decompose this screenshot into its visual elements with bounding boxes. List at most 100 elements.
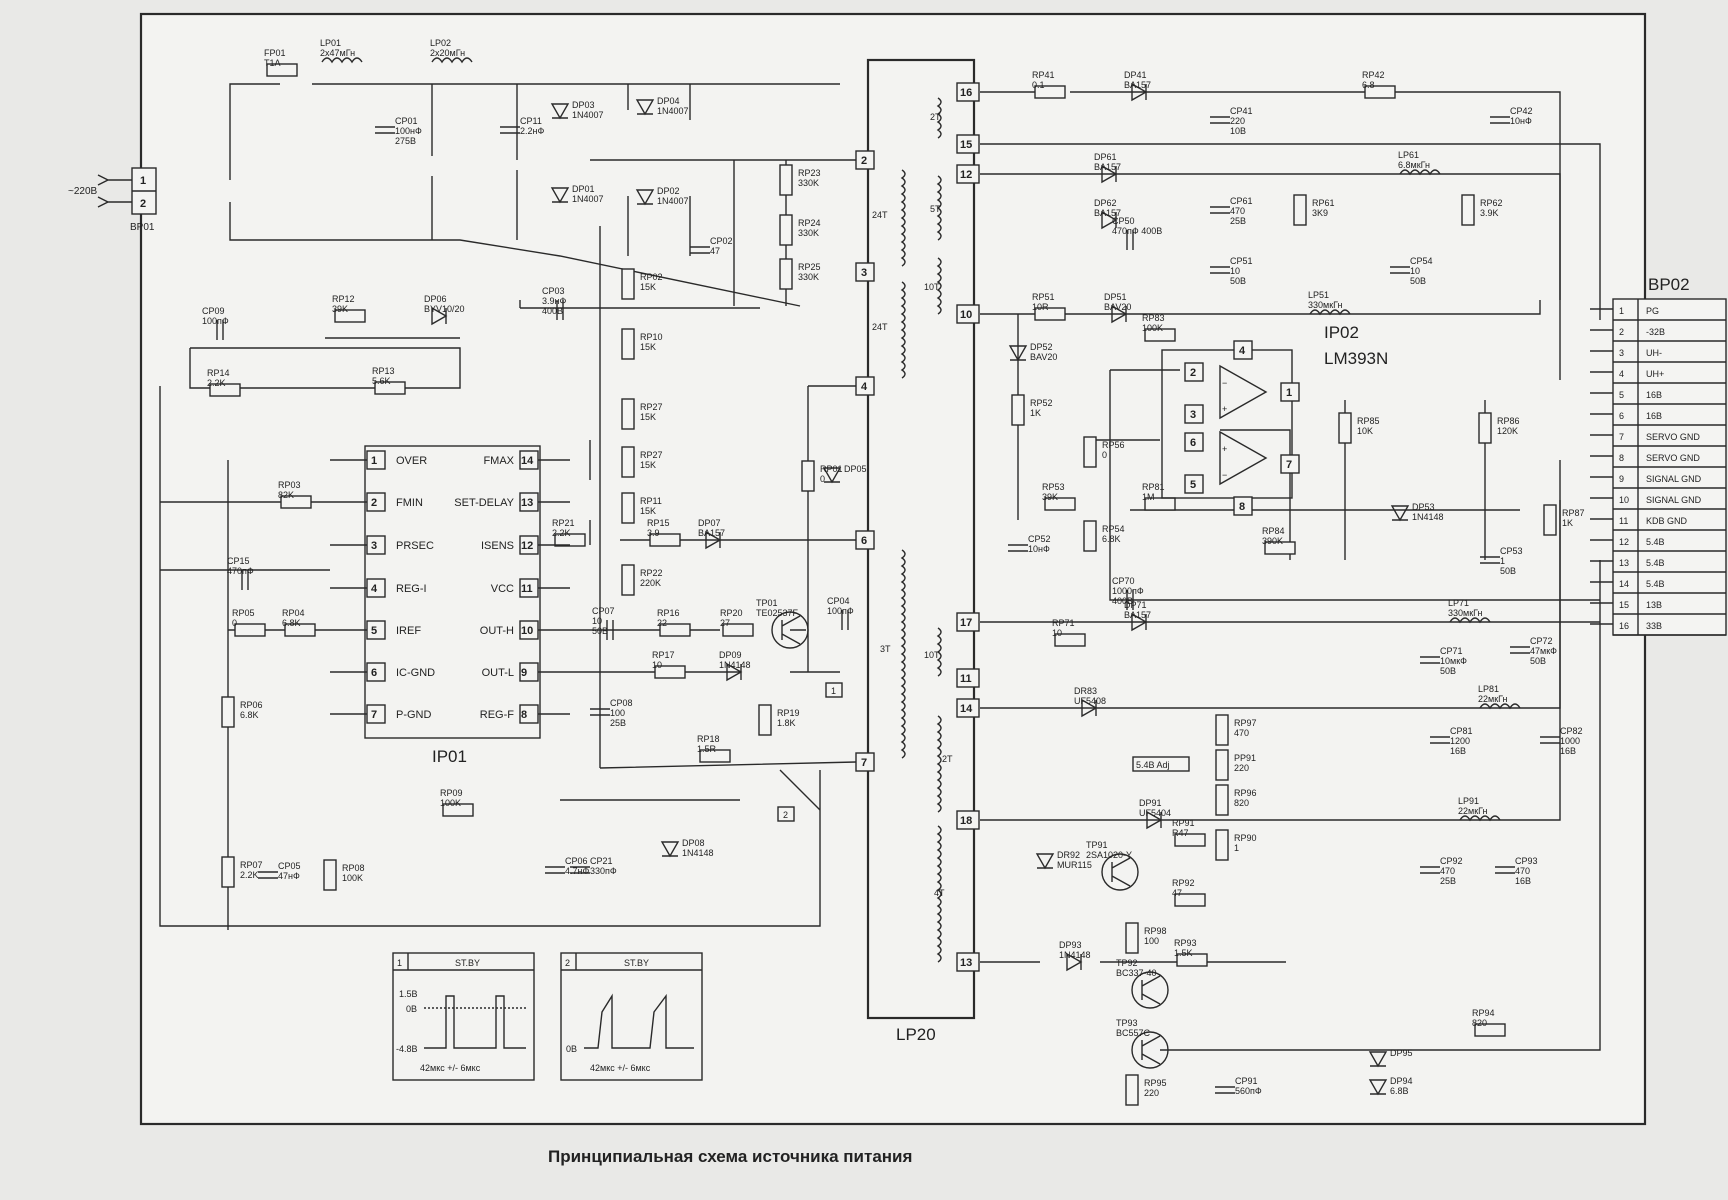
value-rp83: 100K: [1142, 323, 1163, 333]
ref-rp51: RP51: [1032, 292, 1055, 302]
component-cp53: [1480, 556, 1500, 564]
bp02-pin-12: 12: [1619, 537, 1629, 547]
value-rp97: 470: [1234, 728, 1249, 738]
component-cp54: [1390, 266, 1410, 274]
ref-cp71: CP71: [1440, 646, 1463, 656]
value-rp20: 27: [720, 618, 730, 628]
component-rp94: [1474, 1023, 1506, 1037]
ip01-pin-label-over: OVER: [396, 455, 427, 467]
ref-dr92: DR92: [1057, 850, 1080, 860]
value-dp94: 6.8B: [1390, 1086, 1409, 1096]
value-cp01: 100нФ: [395, 126, 422, 136]
bp02-pin-label-14: 5.4B: [1646, 579, 1665, 589]
value-cp11: 2.2нФ: [520, 126, 544, 136]
value2-cp81: 16B: [1450, 746, 1466, 756]
bp02-pin-13: 13: [1619, 558, 1629, 568]
ref-lp91: LP91: [1458, 796, 1479, 806]
value-cp06: 4.7нФ: [565, 866, 589, 876]
component-rp27: [621, 398, 635, 430]
ref-rp61: RP61: [1312, 198, 1335, 208]
component-tp91: [1101, 853, 1139, 891]
ref-rp18: RP18: [697, 734, 720, 744]
wire-24: [1109, 369, 1600, 601]
value-cp91: 560пФ: [1235, 1086, 1262, 1096]
component-cp42: [1490, 116, 1510, 124]
component-rp95: [1125, 1074, 1139, 1106]
ip01-pin-label-fmax: FMAX: [483, 455, 514, 467]
wire-22: [980, 300, 1541, 315]
ref-dp09: DP09: [719, 650, 742, 660]
ip01-pin-label-ic-gnd: IC-GND: [396, 667, 435, 679]
ref-rp03: RP03: [278, 480, 301, 490]
value-rp24: 330K: [798, 228, 819, 238]
ref-rp54: RP54: [1102, 524, 1125, 534]
component-rp96: [1215, 784, 1229, 816]
component-rp18: [699, 749, 731, 763]
ip01-pin-label-isens: ISENS: [481, 540, 514, 552]
ref-pp91: PP91: [1234, 753, 1256, 763]
component-rp85: [1338, 412, 1352, 444]
value-fp01: T1A: [264, 58, 281, 68]
lp20-pin-10: 10: [960, 309, 972, 321]
ref-rp81: RP81: [1142, 482, 1165, 492]
value-rp04: 6.8K: [282, 618, 301, 628]
test-point-2: 2: [777, 806, 795, 822]
ref-dr83: DR83: [1074, 686, 1097, 696]
ref-rp13: RP13: [372, 366, 395, 376]
ref-cp93: CP93: [1515, 856, 1538, 866]
ref-rp10: RP10: [640, 332, 663, 342]
component-cp50: [1126, 230, 1134, 250]
ref-rp97: RP97: [1234, 718, 1257, 728]
component-rp61: [1293, 194, 1307, 226]
ip01-pin-label-vcc: VCC: [491, 583, 514, 595]
bp02-pin-3: 3: [1619, 348, 1624, 358]
component-rp10: [621, 328, 635, 360]
bp02-pin-11: 11: [1619, 516, 1628, 526]
ref-rp15: RP15: [647, 518, 670, 528]
svg-text:+: +: [1222, 404, 1227, 414]
ref-rp16: RP16: [657, 608, 680, 618]
transformer-name: LP20: [896, 1025, 936, 1044]
value-rp06: 6.8K: [240, 710, 259, 720]
ref-rp95: RP95: [1144, 1078, 1167, 1088]
svg-text:−: −: [1222, 378, 1227, 388]
ip01-pin-11: 11: [521, 583, 533, 595]
ref-rp25: RP25: [798, 262, 821, 272]
component-pp91: [1215, 749, 1229, 781]
ref-cp21: CP21: [590, 856, 613, 866]
ref-cp72: CP72: [1530, 636, 1553, 646]
bp01-input-label: ~220B: [68, 186, 98, 197]
value-cp03: 3.9нФ: [542, 296, 566, 306]
ref-rp52: RP52: [1030, 398, 1053, 408]
value-rp12: 39K: [332, 304, 348, 314]
value-dp04: 1N4007: [657, 106, 689, 116]
value-cp41: 220: [1230, 116, 1245, 126]
svg-text:42мкс +/- 6мкс: 42мкс +/- 6мкс: [590, 1063, 651, 1073]
component-lp81: [1479, 703, 1521, 710]
ref-lp02: LP02: [430, 38, 451, 48]
bp02-pin-4: 4: [1619, 369, 1624, 379]
value-dp41: BA157: [1124, 80, 1151, 90]
value-dr83: UF5408: [1074, 696, 1106, 706]
bp01-pin-1: 1: [140, 175, 146, 187]
ref-rp21: RP21: [552, 518, 575, 528]
value-dp53: 1N4148: [1412, 512, 1444, 522]
value-rp01: 0: [820, 474, 825, 484]
ref-cp08: CP08: [610, 698, 633, 708]
component-rp08: [323, 859, 337, 891]
